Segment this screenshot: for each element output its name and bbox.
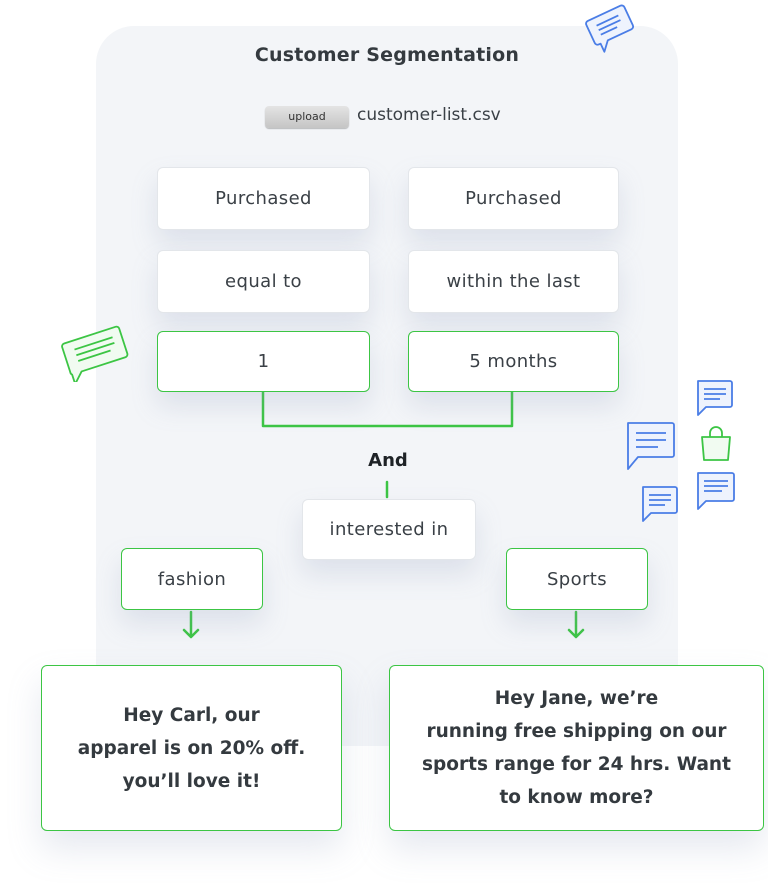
upload-button[interactable]: upload [265, 106, 349, 128]
message-text-carl: Hey Carl, our apparel is on 20% off. you… [78, 699, 305, 798]
left-condition-field-label: Purchased [215, 188, 312, 209]
shopping-bag-icon [701, 426, 731, 461]
chat-bubble-icon [627, 422, 675, 470]
chat-bubble-icon [61, 325, 129, 382]
chat-bubble-icon [697, 472, 735, 510]
fashion-arrow [182, 610, 200, 639]
sports-arrow [567, 610, 585, 639]
interest-value-fashion[interactable]: fashion [121, 548, 263, 610]
condition-join-line [261, 389, 514, 428]
chat-bubble-icon [642, 486, 678, 522]
right-condition-operator-label: within the last [446, 271, 581, 292]
message-card-carl: Hey Carl, our apparel is on 20% off. you… [41, 665, 342, 831]
and-combinator-label: And [368, 450, 408, 471]
message-line: running free shipping on our [426, 721, 727, 742]
message-text-jane: Hey Jane, we’re running free shipping on… [422, 682, 731, 814]
interest-value-fashion-label: fashion [157, 568, 227, 590]
message-line: sports range for 24 hrs. Want [422, 754, 731, 775]
interest-operator-label: interested in [329, 519, 449, 540]
message-card-jane: Hey Jane, we’re running free shipping on… [389, 665, 764, 831]
right-condition-operator[interactable]: within the last [408, 250, 619, 313]
interest-value-sports-label: Sports [546, 568, 608, 590]
interest-operator[interactable]: interested in [302, 499, 476, 560]
left-condition-field[interactable]: Purchased [157, 167, 370, 230]
message-line: apparel is on 20% off. [77, 737, 306, 759]
message-line: you’ll love it! [122, 770, 261, 792]
left-condition-operator[interactable]: equal to [157, 250, 370, 313]
right-condition-value[interactable]: 5 months [408, 331, 619, 392]
message-line: Hey Carl, our [123, 704, 260, 726]
left-condition-value-label: 1 [257, 351, 270, 372]
left-condition-value[interactable]: 1 [157, 331, 370, 392]
message-line: Hey Jane, we’re [494, 688, 659, 709]
message-line: to know more? [499, 787, 654, 808]
right-condition-value-label: 5 months [469, 351, 558, 372]
chat-bubble-icon [697, 380, 733, 416]
upload-filename: customer-list.csv [357, 105, 501, 125]
interest-value-sports[interactable]: Sports [506, 548, 648, 610]
panel-title: Customer Segmentation [254, 44, 520, 66]
chat-bubble-icon [585, 4, 635, 53]
right-condition-field[interactable]: Purchased [408, 167, 619, 230]
left-condition-operator-label: equal to [225, 271, 302, 292]
right-condition-field-label: Purchased [465, 188, 562, 209]
